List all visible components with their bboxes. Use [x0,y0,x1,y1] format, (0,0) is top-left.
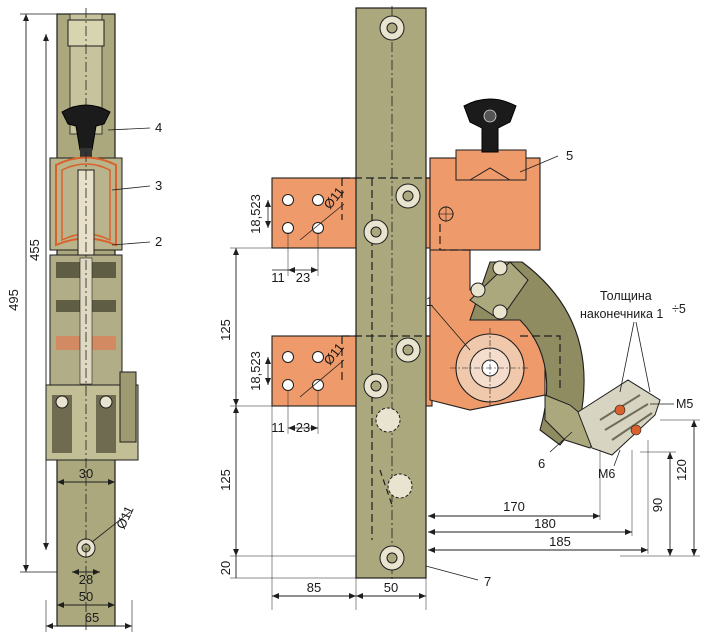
callout-7: 7 [484,574,491,589]
callout-6: 6 [538,456,545,471]
callout-4: 4 [155,120,162,135]
dim-right-120: 120 [674,459,689,481]
dim-lower-11: 11 [271,420,285,435]
bar-bolt [395,337,421,363]
dim-width-65: 65 [85,610,99,625]
dim-spacing-125-top: 125 [218,319,233,341]
bar-bolt [387,473,413,499]
dim-right-170: 170 [503,499,525,514]
dim-lower-pitch: 18,523 [248,351,263,391]
handle-knob [61,104,111,151]
cable-lug [544,394,601,449]
bar-bolt [379,545,405,571]
dim-overall-height: 495 [6,289,21,311]
dim-bottom-85: 85 [307,580,321,595]
callout-5: 5 [566,148,573,163]
dim-right-90: 90 [650,498,665,512]
dim-upper-pitch: 18,523 [248,194,263,234]
bar-bolt [395,183,421,209]
callout-1: 1 [426,294,433,309]
dim-hole-d11: Ø11 [113,504,137,532]
dim-bottom-50: 50 [384,580,398,595]
dim-base-20: 20 [218,561,233,575]
front-handle-knob [463,98,517,153]
tip-thickness-line2: наконечника 1 [580,307,663,321]
dim-spacing-125-bottom: 125 [218,469,233,491]
bar-bolt [363,219,389,245]
tip-thickness-line1: Толщина [600,289,652,303]
dim-right-185: 185 [549,534,571,549]
screw-label-m6: М6 [598,467,615,481]
contact-spring [55,156,117,247]
front-view: Ø11 Ø11 18,523 11 23 18,523 11 23 125 12… [218,6,700,610]
dim-upper-11: 11 [271,270,285,285]
terminal-assembly [577,379,661,456]
bar-bolt [363,373,389,399]
dim-width-28: 28 [79,572,93,587]
dim-inner-height: 455 [27,239,42,261]
dim-right-180: 180 [534,516,556,531]
side-view: 495 455 30 Ø11 28 50 65 4 3 2 [6,8,162,632]
plate-holes-lower [282,351,324,391]
bar-bolt [375,407,401,433]
callout-2: 2 [155,234,162,249]
dim-width-50: 50 [79,589,93,604]
screw-label-m5: М5 [676,397,693,411]
dim-lower-23: 23 [296,420,310,435]
callout-3: 3 [155,178,162,193]
dim-upper-23: 23 [296,270,310,285]
tip-thickness-range: ÷5 [672,302,686,316]
bar-bolt [379,15,405,41]
dim-width-30: 30 [79,466,93,481]
